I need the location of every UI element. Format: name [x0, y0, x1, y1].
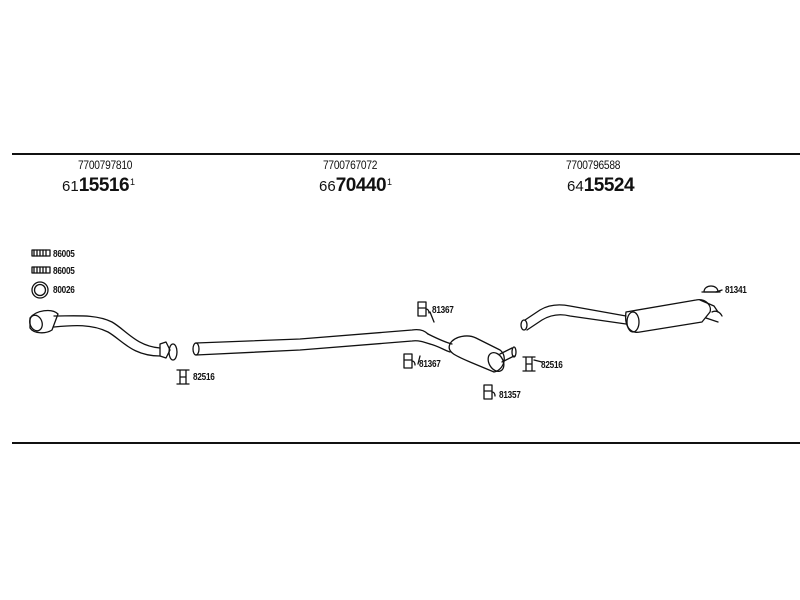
label-clamp-1: 82516: [193, 372, 215, 383]
rear-section: [520, 299, 723, 333]
rubber-mount-icon-3: [483, 384, 496, 400]
label-rubber-1: 81367: [432, 305, 454, 316]
clamp-icon-2: [522, 356, 536, 372]
middle-pipe: [192, 328, 517, 373]
part-number-rear-silencer: 6415524: [567, 175, 635, 196]
rubber-mount-icon-2: [403, 353, 416, 369]
rubber-mount-icon-1: [417, 301, 430, 317]
label-gasket-a: 86005: [53, 249, 75, 260]
gasket-icon-b: [31, 266, 51, 274]
front-pipe: [29, 309, 178, 361]
oe-number-rear-silencer: 7700796588: [566, 158, 621, 172]
oe-number-front-pipe: 7700797810: [78, 158, 133, 172]
part-number-front-pipe: 61155161: [62, 175, 136, 196]
label-rubber-2: 81367: [419, 359, 441, 370]
part-number-middle-pipe: 66704401: [319, 175, 393, 196]
bottom-divider: [12, 442, 800, 444]
oe-number-middle-pipe: 7700767072: [323, 158, 378, 172]
ring-icon: [31, 281, 49, 299]
label-rubber-3: 81357: [499, 390, 521, 401]
top-divider: [12, 153, 800, 155]
label-ring: 80026: [53, 285, 75, 296]
label-gasket-b: 86005: [53, 266, 75, 277]
clamp-icon-1: [176, 369, 190, 385]
gasket-icon-a: [31, 249, 51, 257]
label-hanger: 81341: [725, 285, 747, 296]
label-clamp-2: 82516: [541, 360, 563, 371]
